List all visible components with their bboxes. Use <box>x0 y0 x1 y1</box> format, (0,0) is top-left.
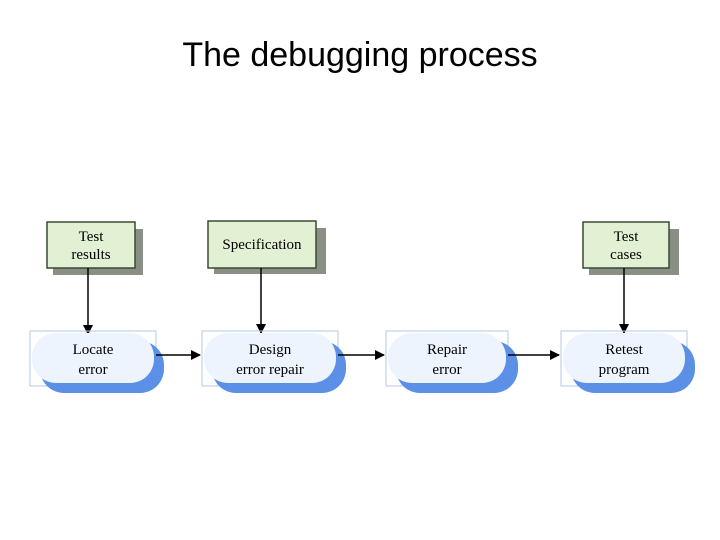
step-label-line1: Locate <box>73 342 114 358</box>
step-label-line2: error <box>78 362 107 378</box>
step-label-line1: Repair <box>427 342 467 358</box>
input-box-specification: Specification <box>207 220 326 274</box>
step-label-line2: program <box>599 362 650 378</box>
slide-title: The debugging process <box>182 36 538 74</box>
step-label-line2: error <box>432 362 461 378</box>
input-label-line1: Specification <box>222 237 302 253</box>
input-label-line2: cases <box>610 247 642 263</box>
process-step-retest-program: Retest program <box>560 330 695 393</box>
process-step-design-error-repair: Design error repair <box>201 330 346 393</box>
input-label-line2: results <box>71 247 110 263</box>
step-label-line1: Retest <box>605 342 643 358</box>
input-box-test-results: Test results <box>46 221 143 275</box>
input-label-line1: Test <box>79 229 105 245</box>
input-label-line1: Test <box>614 229 640 245</box>
step-label-line1: Design <box>249 342 292 358</box>
process-step-locate-error: Locate error <box>29 330 164 393</box>
process-step-repair-error: Repair error <box>385 330 518 393</box>
step-label-line2: error repair <box>236 362 304 378</box>
input-box-test-cases: Test cases <box>582 221 679 275</box>
